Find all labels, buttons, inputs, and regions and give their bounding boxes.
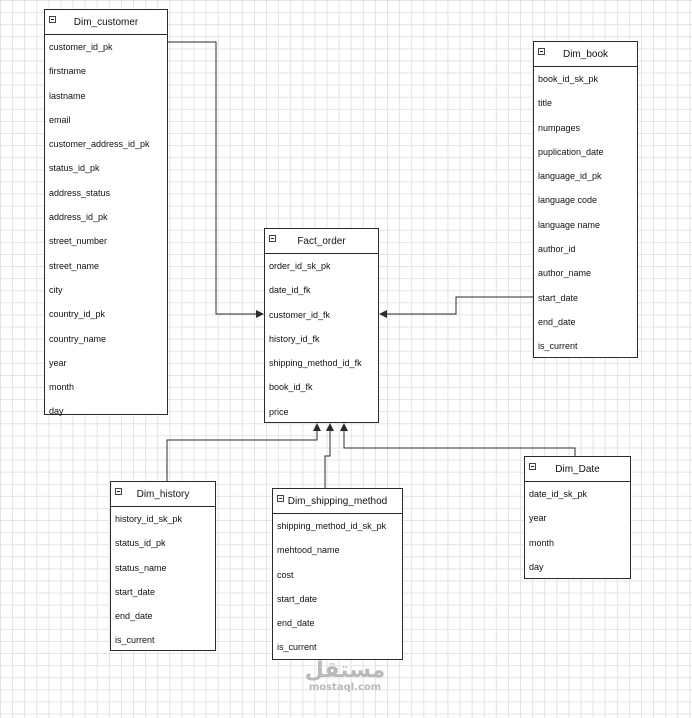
table-header[interactable]: Dim_Date — [525, 457, 630, 482]
watermark-logo: مستقل mostaql.com — [300, 660, 390, 694]
table-title: Fact_order — [297, 235, 346, 247]
collapse-icon[interactable] — [277, 495, 284, 502]
table-field[interactable]: address_id_pk — [49, 212, 108, 223]
table-title: Dim_Date — [555, 463, 600, 475]
table-field[interactable]: status_id_pk — [49, 163, 100, 174]
table-field[interactable]: lastname — [49, 90, 86, 101]
table-title: Dim_history — [136, 488, 190, 500]
table-field[interactable]: customer_address_id_pk — [49, 139, 150, 150]
table-field[interactable]: customer_id_fk — [269, 309, 331, 320]
table-field[interactable]: is_current — [115, 635, 155, 646]
table-dim-customer[interactable]: Dim_customer customer_id_pk firstname last… — [44, 9, 168, 416]
table-field[interactable]: status_id_pk — [115, 538, 166, 549]
table-dim-history[interactable]: Dim_history history_id_sk_pk status_id_pk… — [110, 481, 216, 651]
watermark-latin: mostaql.com — [308, 682, 382, 693]
table-field[interactable]: end_date — [538, 316, 576, 327]
watermark-arabic: مستقل — [304, 658, 386, 683]
table-field[interactable]: day — [529, 561, 544, 572]
table-field[interactable]: day — [49, 406, 64, 417]
table-field[interactable]: street_name — [49, 260, 100, 271]
table-title: Dim_customer — [73, 16, 139, 28]
table-header[interactable]: Dim_book — [534, 42, 637, 67]
table-field[interactable]: month — [49, 382, 75, 393]
connector-history-to-fact — [166, 423, 321, 481]
connector-shipping-to-fact — [324, 423, 334, 488]
table-header[interactable]: Dim_history — [111, 482, 215, 507]
table-field[interactable]: country_name — [49, 333, 107, 344]
table-header[interactable]: Fact_order — [265, 229, 378, 254]
connector-customer-to-fact — [167, 41, 264, 318]
collapse-icon[interactable] — [269, 235, 276, 242]
table-field[interactable]: is_current — [538, 341, 578, 352]
table-field[interactable]: shipping_method_id_sk_pk — [277, 521, 387, 531]
table-dim-shipping-method[interactable]: Dim_shipping_method shipping_method_id_s… — [272, 488, 403, 660]
table-field[interactable]: year — [49, 357, 67, 368]
table-header[interactable]: Dim_customer — [45, 10, 167, 35]
table-field[interactable]: language name — [538, 219, 601, 230]
table-field[interactable]: year — [529, 513, 547, 524]
connector-book-to-fact — [379, 296, 534, 318]
collapse-icon[interactable] — [115, 488, 122, 495]
table-field[interactable]: history_id_sk_pk — [115, 514, 183, 524]
table-field[interactable]: cost — [277, 569, 294, 580]
table-field[interactable]: order_id_sk_pk — [269, 261, 331, 271]
table-field[interactable]: start_date — [115, 586, 156, 597]
table-field[interactable]: language_id_pk — [538, 171, 602, 182]
table-field[interactable]: start_date — [277, 593, 318, 604]
table-field[interactable]: author_name — [538, 268, 592, 279]
table-field[interactable]: email — [49, 114, 71, 125]
table-field[interactable]: status_name — [115, 562, 167, 573]
table-field[interactable]: mehtood_name — [277, 545, 340, 556]
table-field[interactable]: start_date — [538, 292, 579, 303]
table-field[interactable]: book_id_sk_pk — [538, 74, 599, 84]
table-field[interactable]: history_id_fk — [269, 333, 320, 344]
connector-date-to-fact — [340, 423, 576, 456]
collapse-icon[interactable] — [538, 48, 545, 55]
table-field[interactable]: end_date — [277, 618, 315, 629]
table-title: Dim_book — [562, 48, 609, 60]
table-field[interactable]: language code — [538, 195, 598, 206]
table-field[interactable]: country_id_pk — [49, 309, 106, 320]
table-field[interactable]: price — [269, 406, 289, 417]
table-field[interactable]: title — [538, 98, 553, 109]
table-field[interactable]: date_id_sk_pk — [529, 489, 588, 499]
table-field[interactable]: puplication_date — [538, 146, 604, 157]
collapse-icon[interactable] — [49, 16, 56, 23]
field-list: customer_id_pk firstname lastname email cust… — [45, 35, 167, 424]
table-field[interactable]: city — [49, 284, 63, 295]
collapse-icon[interactable] — [529, 463, 536, 470]
table-field[interactable]: numpages — [538, 122, 581, 133]
table-field[interactable]: firstname — [49, 66, 87, 77]
table-title: Dim_shipping_method — [287, 495, 388, 507]
table-field[interactable]: street_number — [49, 236, 108, 247]
table-field[interactable]: address_status — [49, 187, 111, 198]
table-field[interactable]: date_id_fk — [269, 285, 311, 296]
table-field[interactable]: is_current — [277, 642, 317, 653]
table-header[interactable]: Dim_shipping_method — [273, 489, 402, 514]
table-field[interactable]: shipping_method_id_fk — [269, 358, 362, 369]
table-field[interactable]: customer_id_pk — [49, 42, 113, 52]
table-field[interactable]: book_id_fk — [269, 382, 313, 393]
table-field[interactable]: month — [529, 537, 555, 548]
table-field[interactable]: author_id — [538, 244, 576, 255]
table-field[interactable]: end_date — [115, 611, 153, 622]
